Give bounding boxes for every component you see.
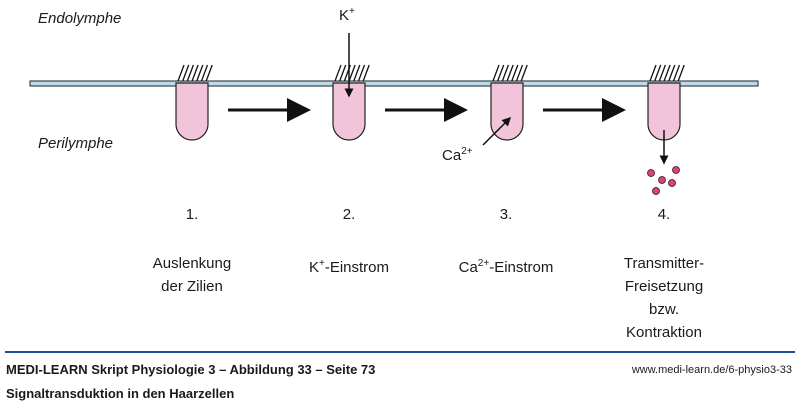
cilium — [357, 64, 366, 82]
hair-cell-diagram — [29, 33, 759, 195]
vesicle — [668, 179, 676, 187]
cilium — [334, 64, 342, 82]
cilium — [200, 64, 209, 82]
cilium — [339, 64, 347, 82]
cilium — [196, 64, 204, 82]
step-2-number: 2. — [342, 206, 356, 223]
footer-title: MEDI-LEARN Skript Physiologie 3 – Abbild… — [6, 362, 376, 377]
footer-url[interactable]: www.medi-learn.de/6-physio3-33 — [631, 364, 792, 376]
step-3-number: 3. — [499, 206, 513, 223]
vesicle — [647, 169, 655, 177]
step-3-charge: 2+ — [477, 258, 490, 269]
step-1-line: der Zilien — [161, 278, 223, 295]
cilium — [177, 64, 185, 82]
ca-influx-arrow — [482, 116, 512, 146]
cilium — [362, 64, 370, 82]
step-3-text: -Einstrom — [489, 259, 554, 276]
footer-subtitle: Signaltransduktion in den Haarzellen — [6, 386, 235, 401]
cilium — [511, 64, 519, 82]
perilymph-label: Perilymphe — [38, 135, 114, 152]
cilium — [672, 64, 681, 82]
step-1-caption: Auslenkung der Zilien — [132, 252, 252, 298]
step-4-line: Transmitter- — [623, 255, 705, 272]
cilium — [515, 64, 524, 82]
cilium — [668, 64, 676, 82]
step-3-caption: Ca2+-Einstrom — [446, 252, 566, 279]
k-ion-label: K+ — [339, 6, 355, 24]
cell-body — [332, 82, 366, 141]
cilium — [182, 64, 190, 82]
hair-cell-3 — [490, 64, 528, 141]
hair-cell-4 — [647, 64, 685, 141]
step-1-number: 1. — [185, 206, 199, 223]
cilium — [205, 64, 213, 82]
step-2-ion: K — [308, 259, 319, 276]
hair-cell-1 — [175, 64, 213, 141]
step-3-ion: Ca — [458, 259, 478, 276]
cilium — [654, 64, 662, 82]
k-ion-charge: + — [349, 6, 355, 17]
step-2-charge: + — [318, 258, 325, 269]
step-2-text: -Einstrom — [324, 259, 390, 276]
footer-rule — [5, 351, 795, 353]
cilium — [658, 64, 667, 82]
cilium — [353, 64, 361, 82]
step-4-line: Freisetzung — [624, 278, 704, 295]
cilium — [520, 64, 528, 82]
endolymph-label: Endolymphe — [38, 10, 122, 27]
vesicle — [652, 187, 660, 195]
vesicle — [658, 176, 666, 184]
cilium — [497, 64, 505, 82]
k-ion-symbol: K — [339, 7, 350, 24]
cilium — [501, 64, 510, 82]
step-4-caption: Transmitter- Freisetzung bzw. Kontraktio… — [604, 252, 724, 344]
vesicle — [672, 166, 680, 174]
cilium — [492, 64, 500, 82]
step-4-line: Kontraktion — [626, 324, 702, 341]
ca-ion-label: Ca2+ — [442, 146, 473, 164]
cilium — [506, 64, 514, 82]
cell-body — [490, 82, 524, 141]
ca-ion-charge: 2+ — [461, 146, 473, 157]
step-4-number: 4. — [657, 206, 671, 223]
hair-cell-2 — [332, 64, 370, 141]
cilium — [663, 64, 671, 82]
cilium — [677, 64, 685, 82]
cell-body — [175, 82, 209, 141]
cell-body — [647, 82, 681, 141]
ca-ion-symbol: Ca — [442, 147, 462, 164]
cilium — [186, 64, 195, 82]
membrane — [29, 80, 759, 87]
cilium — [191, 64, 199, 82]
step-2-caption: K+-Einstrom — [289, 252, 409, 279]
cilium — [649, 64, 657, 82]
step-1-line: Auslenkung — [152, 255, 232, 272]
step-4-line: bzw. — [648, 301, 679, 318]
cilium — [348, 64, 356, 82]
